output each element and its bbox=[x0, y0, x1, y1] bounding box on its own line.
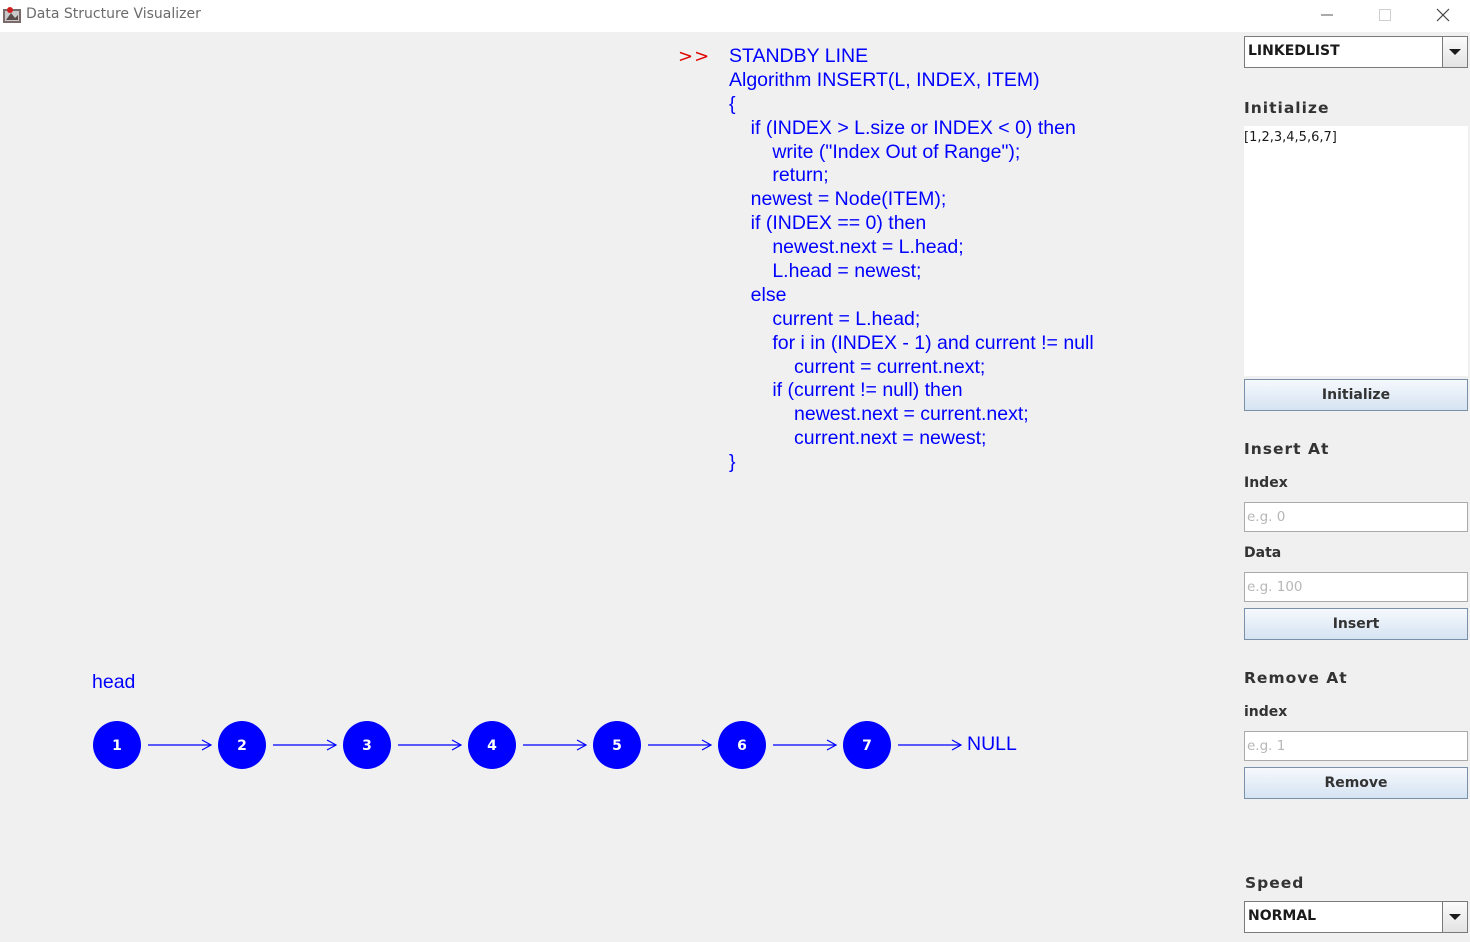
app-icon bbox=[3, 7, 21, 23]
list-node: 3 bbox=[343, 721, 391, 769]
remove-index-field[interactable] bbox=[1244, 731, 1468, 761]
minimize-icon bbox=[1321, 14, 1333, 16]
insert-title: Insert At bbox=[1244, 440, 1330, 458]
code-line: STANDBY LINE bbox=[729, 45, 869, 67]
chevron-down-icon[interactable] bbox=[1442, 37, 1467, 67]
node-circle bbox=[468, 721, 516, 769]
remove-index-label: index bbox=[1244, 704, 1288, 720]
node-value: 7 bbox=[862, 738, 872, 754]
next-pointer-arrow bbox=[648, 739, 713, 751]
code-line: if (INDEX == 0) then bbox=[729, 212, 927, 235]
code-line: current = current.next; bbox=[729, 355, 986, 378]
insert-index-input[interactable] bbox=[1247, 504, 1447, 530]
linked-list-canvas: 1 2 3 4 5 6 7 bbox=[93, 721, 963, 769]
next-pointer-arrow bbox=[273, 739, 338, 751]
remove-title: Remove At bbox=[1244, 669, 1348, 687]
list-node: 1 bbox=[93, 721, 141, 769]
code-line: write ("Index Out of Range"); bbox=[729, 140, 1021, 163]
title-bar: Data Structure Visualizer bbox=[0, 0, 1470, 32]
remove-index-input[interactable] bbox=[1247, 733, 1447, 759]
next-pointer-arrow bbox=[398, 739, 463, 751]
current-line-marker: >> bbox=[678, 46, 711, 67]
null-label: NULL bbox=[967, 733, 1017, 755]
chevron-down-icon[interactable] bbox=[1442, 902, 1467, 932]
code-line: else bbox=[729, 283, 787, 306]
code-line: newest.next = current.next; bbox=[729, 403, 1029, 426]
next-pointer-arrow bbox=[898, 739, 963, 751]
code-line: newest = Node(ITEM); bbox=[729, 188, 947, 211]
list-node: 2 bbox=[218, 721, 266, 769]
maximize-icon bbox=[1379, 9, 1391, 21]
speed-select-value: NORMAL bbox=[1248, 908, 1317, 924]
remove-button[interactable]: Remove bbox=[1244, 767, 1468, 799]
head-label: head bbox=[92, 671, 136, 693]
node-circle bbox=[218, 721, 266, 769]
node-circle bbox=[343, 721, 391, 769]
code-line: newest.next = L.head; bbox=[729, 236, 964, 259]
node-circle bbox=[93, 721, 141, 769]
maximize-button[interactable] bbox=[1356, 0, 1414, 30]
code-line: L.head = newest; bbox=[729, 260, 922, 283]
structure-select[interactable]: LINKEDLIST bbox=[1244, 36, 1468, 68]
list-node: 6 bbox=[718, 721, 766, 769]
insert-button[interactable]: Insert bbox=[1244, 608, 1468, 640]
code-line: return; bbox=[729, 164, 829, 187]
close-button[interactable] bbox=[1414, 0, 1470, 30]
insert-data-label: Data bbox=[1244, 545, 1282, 561]
code-line: { bbox=[729, 92, 736, 115]
code-line: Algorithm INSERT(L, INDEX, ITEM) bbox=[729, 68, 1040, 91]
structure-select-value: LINKEDLIST bbox=[1248, 43, 1340, 59]
initialize-button[interactable]: Initialize bbox=[1244, 379, 1468, 411]
window-title: Data Structure Visualizer bbox=[26, 6, 201, 22]
code-line: current = L.head; bbox=[729, 307, 921, 330]
insert-index-field[interactable] bbox=[1244, 502, 1468, 532]
node-circle bbox=[593, 721, 641, 769]
insert-data-field[interactable] bbox=[1244, 572, 1468, 602]
node-circle bbox=[718, 721, 766, 769]
node-value: 4 bbox=[487, 738, 497, 754]
code-line: current.next = newest; bbox=[729, 427, 987, 450]
insert-index-label: Index bbox=[1244, 475, 1288, 491]
next-pointer-arrow bbox=[773, 739, 838, 751]
next-pointer-arrow bbox=[523, 739, 588, 751]
node-value: 1 bbox=[112, 738, 122, 754]
node-value: 5 bbox=[612, 738, 622, 754]
speed-title: Speed bbox=[1245, 874, 1305, 892]
list-node: 5 bbox=[593, 721, 641, 769]
speed-select[interactable]: NORMAL bbox=[1244, 901, 1468, 933]
list-node: 7 bbox=[843, 721, 891, 769]
list-node: 4 bbox=[468, 721, 516, 769]
minimize-button[interactable] bbox=[1298, 0, 1356, 30]
node-circle bbox=[843, 721, 891, 769]
node-value: 3 bbox=[362, 738, 372, 754]
initialize-title: Initialize bbox=[1244, 99, 1330, 117]
code-line: if (INDEX > L.size or INDEX < 0) then bbox=[729, 116, 1076, 139]
code-line: if (current != null) then bbox=[729, 379, 963, 402]
initialize-values-text: [1,2,3,4,5,6,7] bbox=[1244, 130, 1337, 145]
next-pointer-arrow bbox=[148, 739, 213, 751]
node-value: 2 bbox=[237, 738, 247, 754]
initialize-values-field[interactable]: [1,2,3,4,5,6,7] bbox=[1244, 126, 1468, 376]
code-line: for i in (INDEX - 1) and current != null bbox=[729, 331, 1094, 354]
node-value: 6 bbox=[737, 738, 747, 754]
close-icon bbox=[1436, 8, 1450, 22]
code-line: } bbox=[729, 451, 736, 474]
insert-data-input[interactable] bbox=[1247, 574, 1447, 600]
